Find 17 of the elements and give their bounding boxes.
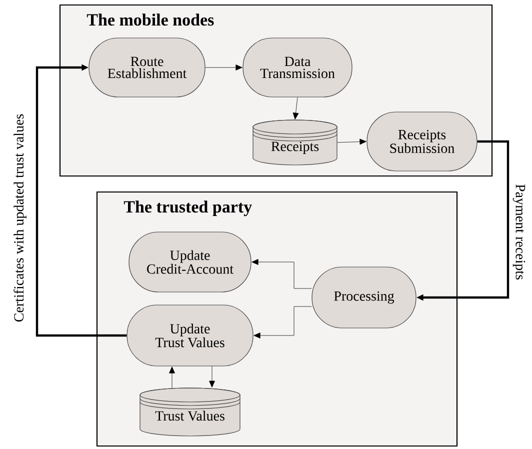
arrow [205, 64, 242, 70]
process-box: Processing [312, 266, 416, 328]
group-title: The mobile nodes [86, 14, 214, 26]
arrow [36, 64, 127, 337]
edge-label: Payment receipts [512, 184, 526, 280]
database-cylinder: Trust Values [140, 388, 240, 436]
edge-label: Certificates with updated trust values [14, 114, 26, 322]
arrow [254, 306, 312, 338]
arrow [169, 366, 175, 388]
arrow [292, 97, 299, 120]
arrow [252, 259, 312, 289]
process-box: Update Trust Values [126, 304, 254, 366]
database-cylinder: Receipts [252, 120, 338, 166]
group-title: The trusted party [124, 200, 252, 216]
arrow [337, 138, 366, 145]
arrow [209, 366, 215, 388]
process-box: Update Credit-Account [128, 232, 252, 292]
